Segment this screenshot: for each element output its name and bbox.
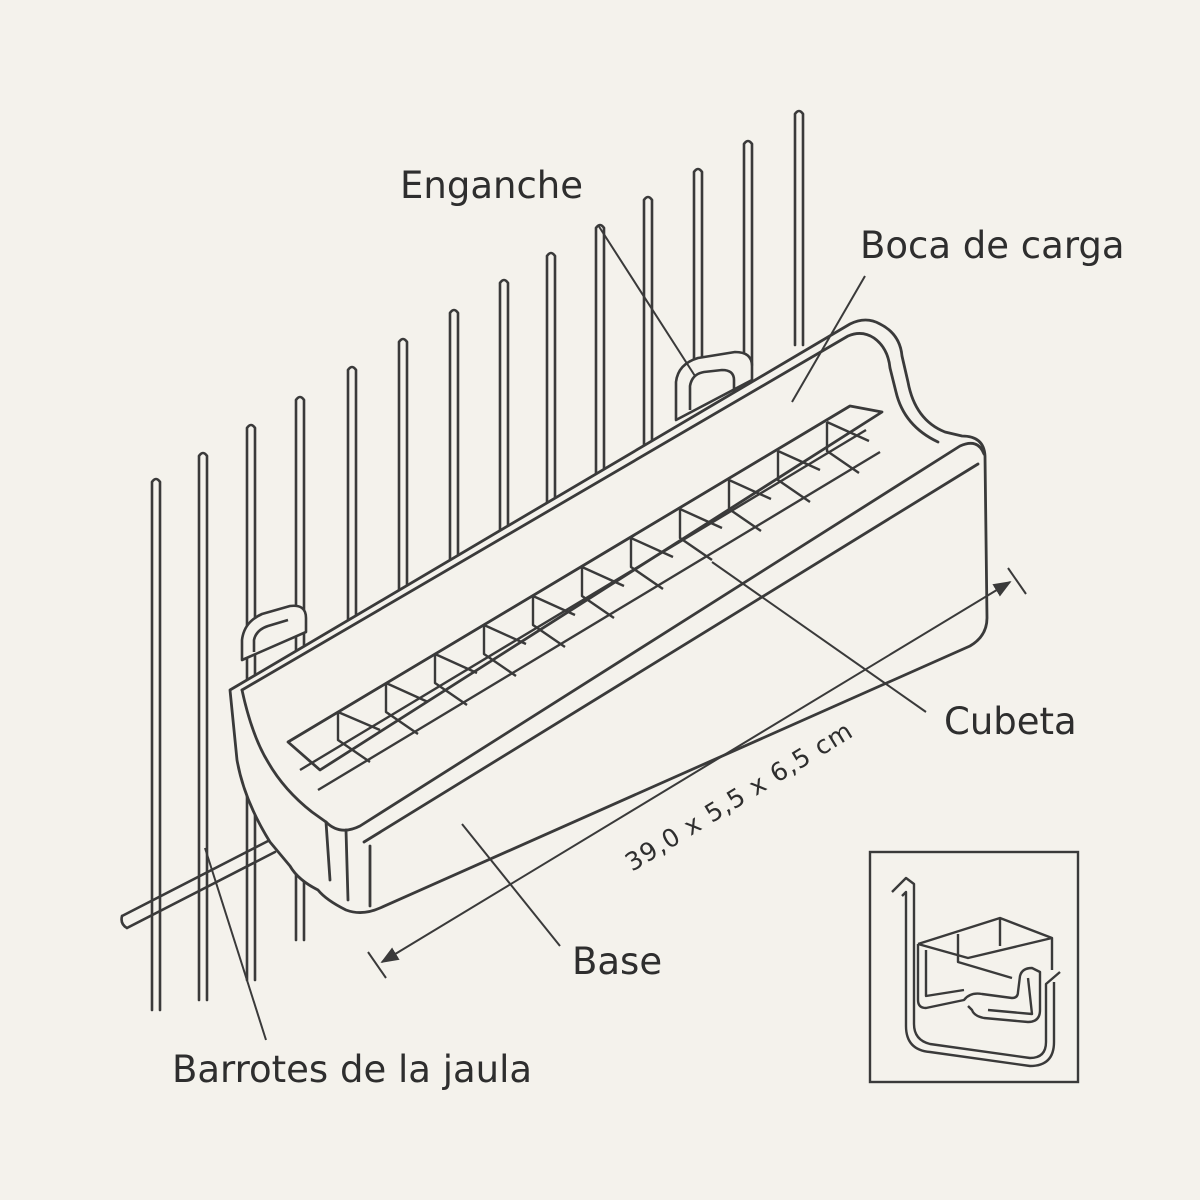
cage-bars (120, 109, 805, 1012)
cage-bar (150, 477, 162, 1012)
hook-left-slot (252, 618, 289, 652)
cage-bar (545, 251, 557, 532)
cage-bar (197, 451, 209, 1002)
dimension-tick-left (367, 951, 387, 979)
leader-lines (204, 224, 927, 1041)
cage-bar (594, 223, 606, 507)
hook-right (674, 350, 754, 422)
dimension-line (367, 567, 1027, 979)
label-enganche: Enganche (400, 164, 583, 207)
divider (825, 420, 870, 474)
hook-right-slot (688, 368, 736, 410)
leader-boca (791, 275, 866, 403)
cage-bar (397, 337, 409, 617)
cage-bar (346, 365, 358, 647)
dimension-tick-right (1007, 567, 1027, 595)
inset-trough (916, 944, 1042, 1024)
cage-bar (742, 139, 754, 367)
leader-base (461, 823, 561, 947)
leader-barrotes (204, 847, 267, 1041)
feeder-back-rim (240, 332, 940, 692)
leader-enganche (597, 224, 696, 377)
leader-cubeta (711, 561, 927, 713)
cage-bar (793, 109, 805, 347)
inset-outer-wall (891, 876, 1061, 1060)
cage-wire (120, 838, 277, 930)
left-end-face (324, 820, 350, 902)
cross-section-inset (868, 850, 1080, 1084)
label-cubeta: Cubeta (944, 700, 1077, 743)
divider (336, 710, 381, 763)
hook-left (240, 604, 308, 662)
divider (678, 507, 723, 561)
label-base: Base (572, 940, 662, 983)
inset-inner-wall (901, 890, 1056, 1068)
label-barrotes: Barrotes de la jaula (172, 1048, 532, 1091)
divider (727, 478, 772, 532)
inset-section (891, 876, 1061, 1068)
hooks (240, 350, 754, 662)
label-boca-de-carga: Boca de carga (860, 224, 1125, 267)
cage-bar (448, 308, 460, 592)
inset-trough-inner (924, 950, 1034, 1016)
cage-bar (692, 167, 704, 387)
cage-bar (498, 278, 510, 562)
feeder-left-wall (240, 688, 328, 824)
dimension-arrow (380, 581, 1012, 963)
cage-bar (642, 195, 654, 480)
inset-compartment-top (917, 936, 1053, 960)
divider (776, 449, 821, 503)
inset-compartment (917, 916, 1054, 980)
